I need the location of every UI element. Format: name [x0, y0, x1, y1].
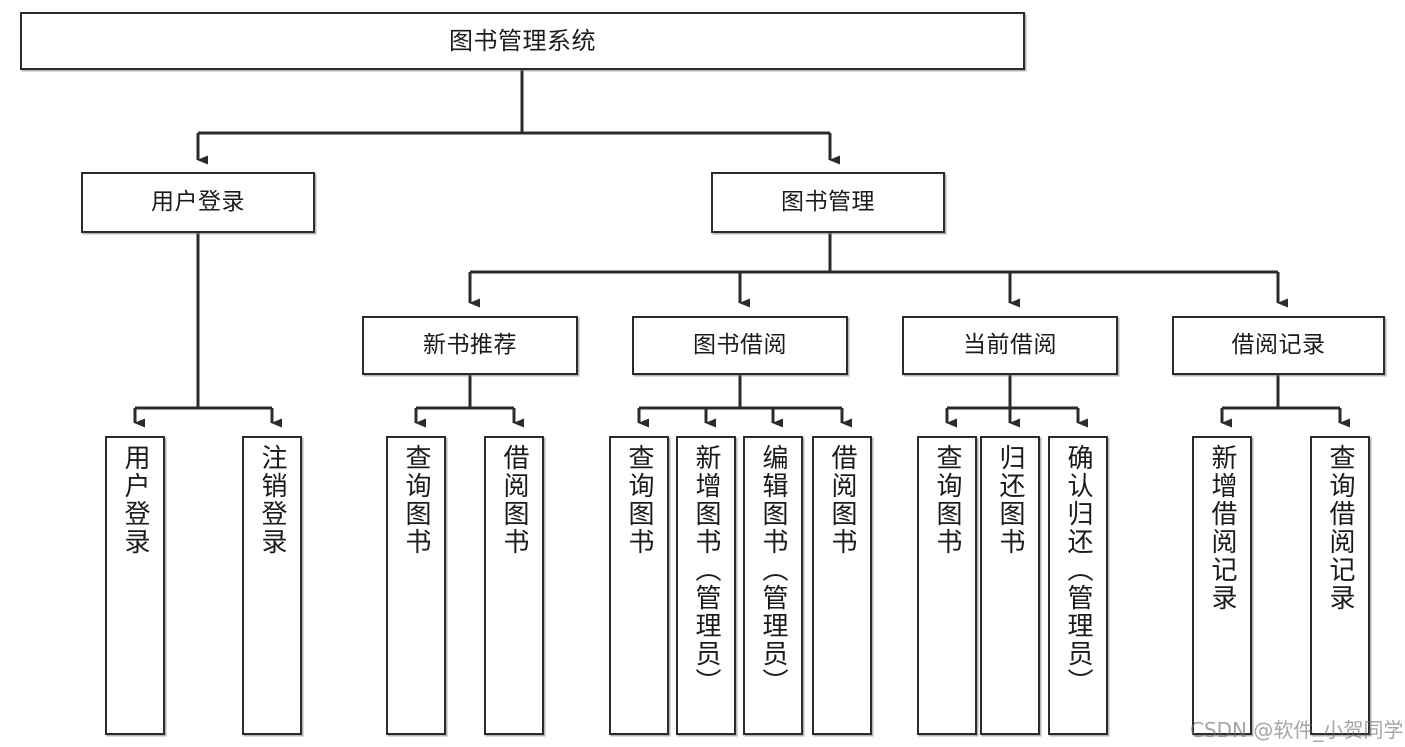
node-leaf-add-book[interactable]: 新增图书（管理员） [676, 436, 736, 735]
node-label: 查询图书 [624, 444, 654, 556]
node-label: 借阅图书 [499, 444, 529, 556]
node-leaf-query-book-3[interactable]: 查询图书 [917, 436, 977, 735]
node-root-system[interactable]: 图书管理系统 [20, 12, 1025, 70]
node-leaf-query-record[interactable]: 查询借阅记录 [1310, 436, 1370, 735]
node-label: 确认归还（管理员） [1063, 444, 1093, 696]
node-label: 借阅记录 [1231, 331, 1326, 358]
node-label: 注销登录 [257, 444, 287, 556]
node-leaf-confirm-return[interactable]: 确认归还（管理员） [1048, 436, 1108, 735]
node-label: 查询图书 [401, 444, 431, 556]
node-label: 图书管理 [781, 188, 875, 215]
node-leaf-user-login[interactable]: 用户登录 [105, 436, 165, 735]
node-book-management[interactable]: 图书管理 [711, 172, 945, 233]
node-book-borrow[interactable]: 图书借阅 [632, 316, 848, 375]
node-new-book-recommend[interactable]: 新书推荐 [362, 316, 578, 375]
node-label: 编辑图书（管理员） [758, 444, 788, 696]
node-leaf-query-book-1[interactable]: 查询图书 [386, 436, 446, 735]
node-label: 新书推荐 [423, 331, 517, 358]
node-borrow-record[interactable]: 借阅记录 [1172, 316, 1385, 375]
node-label: 归还图书 [995, 444, 1025, 556]
node-leaf-return-book[interactable]: 归还图书 [980, 436, 1040, 735]
node-current-borrow[interactable]: 当前借阅 [902, 316, 1118, 375]
node-label: 借阅图书 [827, 444, 857, 556]
node-leaf-edit-book[interactable]: 编辑图书（管理员） [743, 436, 803, 735]
node-label: 用户登录 [151, 188, 245, 215]
node-label: 当前借阅 [963, 331, 1057, 358]
csdn-watermark: CSDN @软件_小贺同学 [1190, 718, 1404, 742]
node-label: 查询借阅记录 [1325, 444, 1355, 612]
node-leaf-logout-login[interactable]: 注销登录 [242, 436, 302, 735]
node-leaf-query-book-2[interactable]: 查询图书 [609, 436, 669, 735]
node-label: 查询图书 [932, 444, 962, 556]
node-label: 图书借阅 [693, 331, 787, 358]
node-label: 图书管理系统 [449, 26, 596, 55]
node-leaf-borrow-book-2[interactable]: 借阅图书 [812, 436, 872, 735]
node-label: 新增借阅记录 [1207, 444, 1237, 612]
node-label: 新增图书（管理员） [691, 444, 721, 696]
node-leaf-add-record[interactable]: 新增借阅记录 [1192, 436, 1252, 735]
node-label: 用户登录 [120, 444, 150, 556]
node-user-login[interactable]: 用户登录 [81, 172, 315, 233]
node-leaf-borrow-book-1[interactable]: 借阅图书 [484, 436, 544, 735]
